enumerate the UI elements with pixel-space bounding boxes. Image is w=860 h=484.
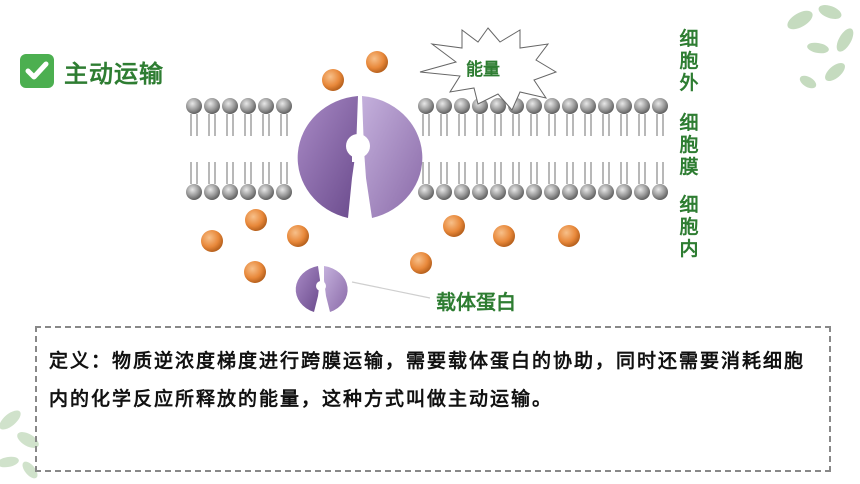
lipid-bilayer-right bbox=[417, 97, 669, 201]
carrier-protein-label: 载体蛋白 bbox=[436, 290, 516, 314]
section-heading: 主动运输 bbox=[20, 54, 164, 88]
inside-label: 细胞内 bbox=[679, 194, 699, 260]
carrier-protein-small bbox=[295, 266, 431, 312]
membrane-label: 细胞膜 bbox=[679, 112, 699, 178]
heading-title: 主动运输 bbox=[64, 59, 164, 88]
lipid-bilayer-left bbox=[185, 97, 293, 201]
checkmark-icon bbox=[20, 54, 54, 88]
energy-burst bbox=[419, 27, 558, 111]
definition-box: 定义：物质逆浓度梯度进行跨膜运输，需要载体蛋白的协助，同时还需要消耗细胞内的化学… bbox=[35, 326, 831, 472]
outside-label: 细胞外 bbox=[679, 28, 699, 94]
molecules bbox=[201, 51, 580, 283]
definition-text: 定义：物质逆浓度梯度进行跨膜运输，需要载体蛋白的协助，同时还需要消耗细胞内的化学… bbox=[49, 350, 806, 410]
energy-label: 能量 bbox=[466, 60, 500, 80]
carrier-protein bbox=[297, 96, 423, 218]
